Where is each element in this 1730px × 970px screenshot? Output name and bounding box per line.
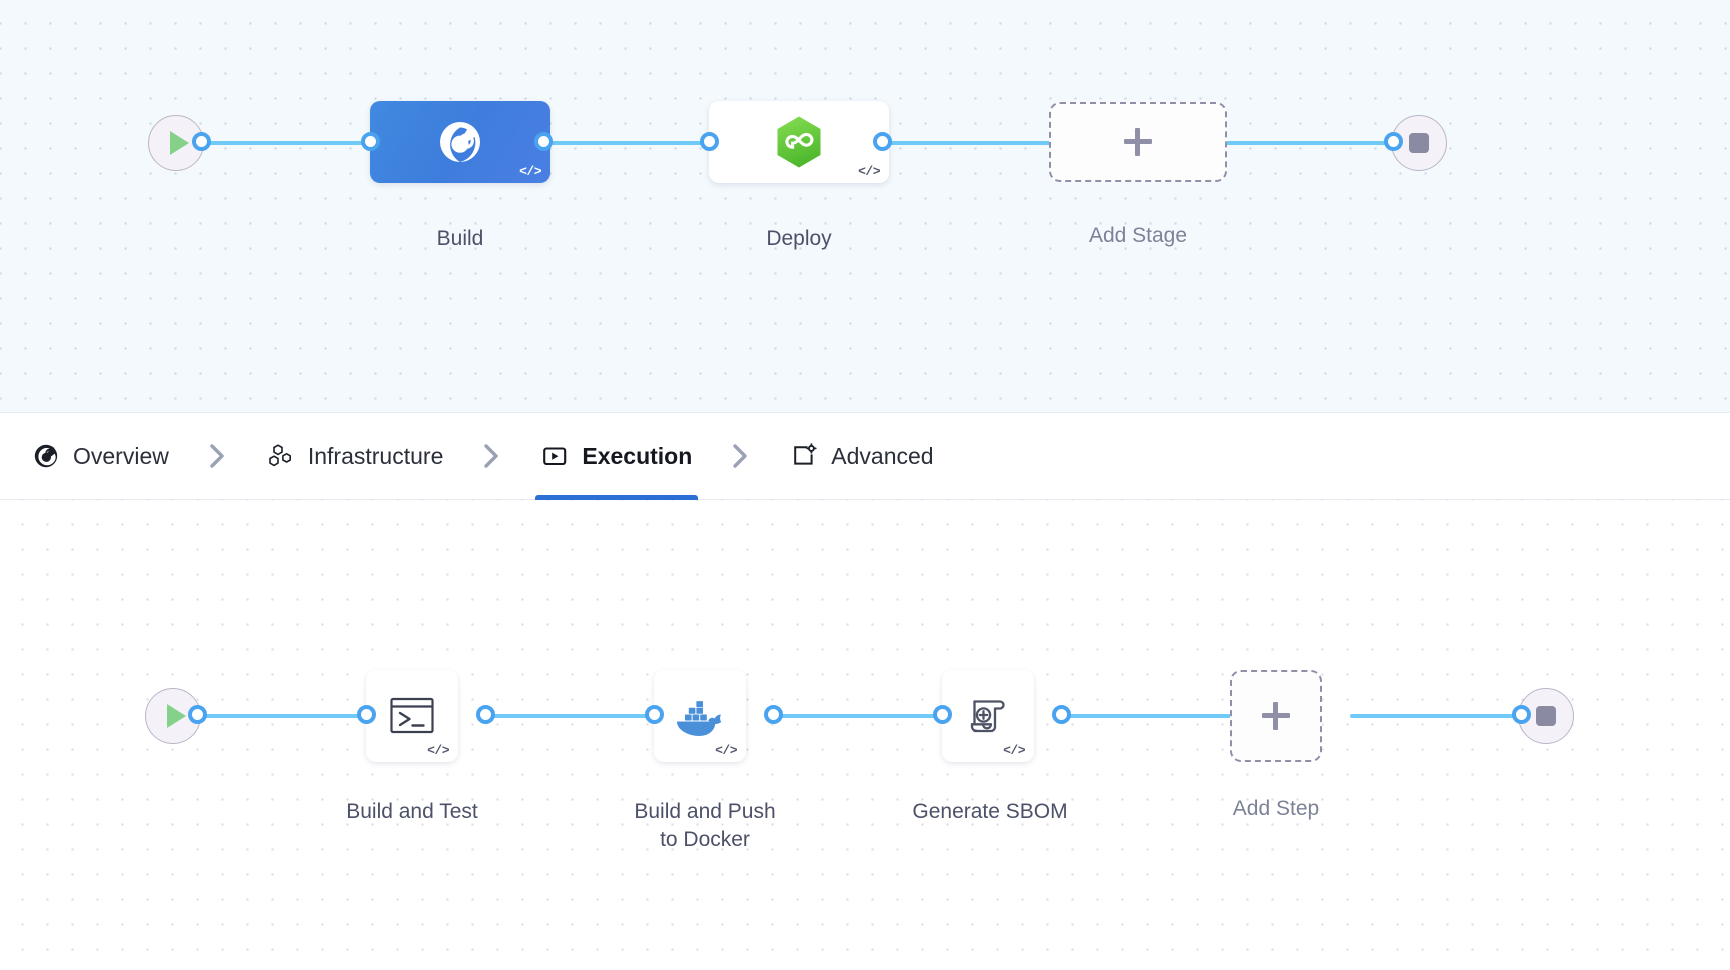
step-rail-2-3	[771, 714, 943, 718]
step-1-label: Build and Test	[346, 800, 478, 823]
play-icon	[169, 131, 189, 155]
step-1-outport[interactable]	[476, 705, 495, 724]
stage-build-outport[interactable]	[534, 132, 553, 151]
tab-infrastructure[interactable]: Infrastructure	[263, 412, 448, 500]
tab-overview-label: Overview	[73, 442, 169, 469]
play-icon	[166, 704, 186, 728]
add-stage-label: Add Stage	[1088, 224, 1188, 247]
step-rail-add-end	[1350, 714, 1522, 718]
stage-node-build[interactable]: </>	[370, 101, 550, 183]
stage-build-inport[interactable]	[361, 132, 380, 151]
stage-rail-start-build	[204, 141, 376, 145]
overview-pie-icon	[32, 442, 60, 470]
stop-icon	[1536, 706, 1556, 726]
tab-infrastructure-label: Infrastructure	[307, 442, 444, 469]
stop-icon	[1409, 133, 1429, 153]
step-node-build-and-test-box[interactable]: </>	[366, 670, 458, 762]
stage-deploy-inport[interactable]	[700, 132, 719, 151]
step-2-label: Build and Push to Docker	[600, 798, 810, 853]
step-1-inport[interactable]	[357, 705, 376, 724]
step-end-port[interactable]	[1512, 705, 1531, 724]
stage-rail-add-end	[1222, 141, 1400, 145]
tab-overview[interactable]: Overview	[28, 412, 173, 500]
harness-cd-infinity-icon	[774, 115, 824, 169]
add-stage-button[interactable]	[1049, 102, 1227, 182]
execution-play-icon	[541, 442, 569, 470]
step-rail-start-1	[200, 714, 372, 718]
step-start-node[interactable]	[145, 688, 201, 744]
tab-execution-label: Execution	[582, 442, 693, 469]
tab-advanced[interactable]: Advanced	[786, 412, 937, 500]
stage-deploy-code-badge[interactable]: </>	[858, 164, 880, 179]
add-step-label: Add Step	[1232, 797, 1320, 820]
stage-node-deploy[interactable]: </>	[709, 101, 889, 183]
step-3-code-badge[interactable]: </>	[1003, 743, 1025, 758]
terminal-icon	[389, 696, 435, 736]
step-3-outport[interactable]	[1052, 705, 1071, 724]
harness-ci-build-icon	[434, 116, 486, 168]
stage-deploy-label: Deploy	[766, 227, 832, 250]
plus-icon	[1124, 128, 1152, 156]
step-node-build-and-push-to-docker[interactable]: </>	[654, 670, 746, 762]
tab-execution[interactable]: Execution	[535, 412, 699, 500]
step-rail-3-add	[1059, 714, 1231, 718]
stage-config-tabbar[interactable]: Overview Infrastructure	[0, 412, 1730, 500]
stage-rail-build-deploy	[540, 141, 720, 145]
stage-build-code-badge[interactable]: </>	[519, 164, 541, 179]
advanced-gear-icon	[790, 442, 818, 470]
chevron-right-icon-2	[481, 442, 503, 470]
step-2-inport[interactable]	[645, 705, 664, 724]
step-1-code-badge[interactable]: </>	[427, 743, 449, 758]
chevron-right-icon-3	[730, 442, 752, 470]
stage-start-port[interactable]	[192, 132, 211, 151]
stage-rail-deploy-add	[880, 141, 1072, 145]
add-step-button[interactable]	[1230, 670, 1322, 762]
plus-icon	[1262, 702, 1290, 730]
chevron-right-icon	[207, 442, 229, 470]
step-3-label: Generate SBOM	[912, 800, 1068, 823]
step-3-inport[interactable]	[933, 705, 952, 724]
step-2-outport[interactable]	[764, 705, 783, 724]
docker-whale-icon	[672, 694, 728, 738]
stage-build-label: Build	[436, 227, 484, 250]
step-node-generate-sbom[interactable]: </>	[942, 670, 1034, 762]
stage-deploy-outport[interactable]	[873, 132, 892, 151]
pipeline-step-canvas[interactable]: </> Build and Test </> Build and Pu	[0, 500, 1730, 968]
step-rail-1-2	[483, 714, 655, 718]
step-start-port[interactable]	[188, 705, 207, 724]
tab-advanced-label: Advanced	[831, 442, 934, 469]
sbom-scroll-icon	[964, 694, 1012, 738]
hexagon-cluster-icon	[267, 442, 295, 470]
stage-end-port[interactable]	[1384, 132, 1403, 151]
step-2-code-badge[interactable]: </>	[715, 743, 737, 758]
step-2-label-line1: Build and Push	[634, 800, 776, 823]
step-2-label-line2: to Docker	[660, 827, 750, 851]
pipeline-stage-canvas[interactable]: </> Build </> Deploy Add Stage	[0, 0, 1730, 412]
